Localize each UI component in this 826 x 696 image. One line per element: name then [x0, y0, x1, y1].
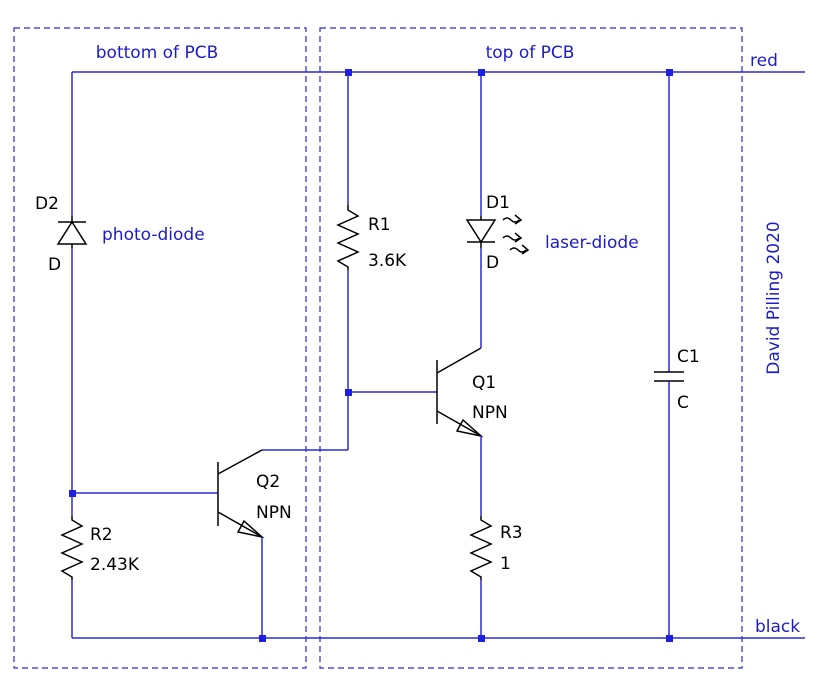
resistor-r1 [336, 205, 360, 270]
transistor-q2 [217, 449, 265, 539]
author-credit: David Pilling 2020 [764, 221, 784, 375]
q2-value: NPN [256, 503, 292, 523]
resistor-r2 [60, 516, 84, 580]
d2-value: D [48, 255, 61, 275]
top-pcb-region [319, 27, 743, 669]
junction-q2-base [69, 490, 76, 497]
photo-diode-d2 [56, 216, 88, 248]
q1-value: NPN [472, 403, 508, 423]
bottom-pcb-label: bottom of PCB [96, 43, 218, 63]
r1-value: 3.6K [368, 251, 407, 271]
c1-ref: C1 [677, 347, 700, 367]
junction-c1-ground [666, 635, 673, 642]
resistor-r3 [469, 516, 493, 580]
r3-value: 1 [500, 554, 511, 574]
light-emission-icon [502, 214, 530, 255]
junction-q1-base [345, 389, 352, 396]
top-pcb-label: top of PCB [486, 43, 575, 63]
junction-r3-ground [478, 635, 485, 642]
junction-c1-supply [666, 69, 673, 76]
c1-value: C [677, 393, 689, 413]
capacitor-c1 [654, 371, 684, 382]
transistor-q1 [436, 347, 484, 438]
ground-label: black [755, 617, 800, 637]
laser-diode-d1 [465, 216, 497, 248]
photo-diode-label: photo-diode [102, 225, 205, 245]
r1-ref: R1 [368, 215, 391, 235]
q1-ref: Q1 [472, 373, 496, 393]
r3-ref: R3 [500, 523, 523, 543]
laser-diode-label: laser-diode [545, 233, 639, 253]
supply-label: red [750, 51, 778, 71]
bottom-pcb-region [13, 27, 307, 669]
r2-value: 2.43K [90, 555, 140, 575]
r2-ref: R2 [90, 525, 113, 545]
d1-ref: D1 [486, 193, 510, 213]
d1-value: D [486, 253, 499, 273]
q2-ref: Q2 [256, 472, 280, 492]
d2-ref: D2 [35, 194, 59, 214]
junction-q2-ground [259, 635, 266, 642]
junction-r1-supply [345, 69, 352, 76]
junction-d1-supply [478, 69, 485, 76]
